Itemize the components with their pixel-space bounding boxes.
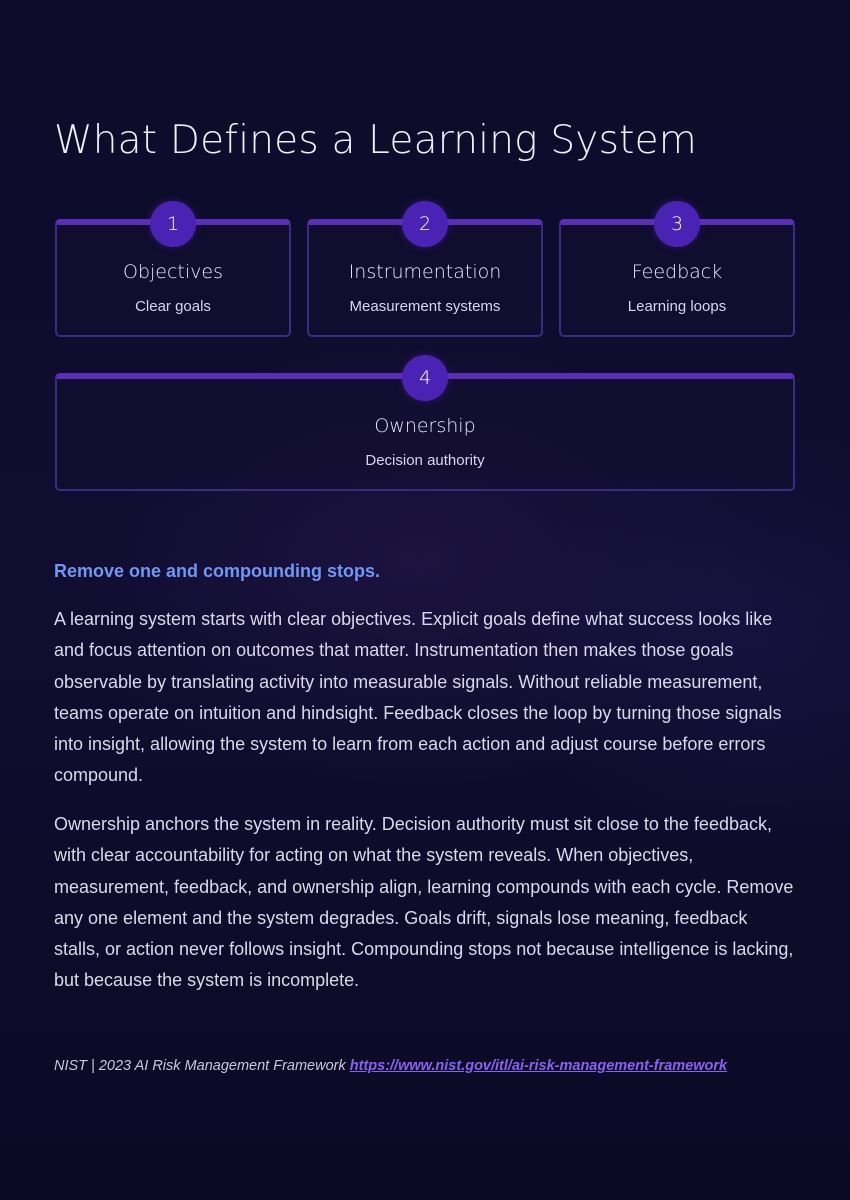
step-number-badge: 4 [402,355,448,401]
card-title: Feedback [631,261,723,283]
card-instrumentation: 2 Instrumentation Measurement systems [307,201,543,337]
citation: NIST | 2023 AI Risk Management Framework… [54,1058,727,1074]
body-paragraph-2: Ownership anchors the system in reality.… [54,814,794,991]
card-subtitle: Measurement systems [349,298,501,315]
step-number-badge: 3 [654,201,700,247]
card-title: Ownership [374,415,476,437]
card-subtitle: Decision authority [365,452,485,469]
citation-source: NIST | 2023 AI Risk Management Framework [54,1058,346,1074]
body-paragraph-1: A learning system starts with clear obje… [54,609,782,786]
card-title: Objectives [123,261,223,283]
card-title: Instrumentation [348,261,502,283]
card-subtitle: Clear goals [135,298,211,315]
card-ownership: 4 Ownership Decision authority [55,355,795,491]
card-objectives: 1 Objectives Clear goals [55,201,291,337]
page-title: What Defines a Learning System [54,118,697,163]
citation-link[interactable]: https://www.nist.gov/itl/ai-risk-managem… [349,1058,728,1074]
card-subtitle: Learning loops [627,298,727,315]
step-number-badge: 1 [150,201,196,247]
card-feedback: 3 Feedback Learning loops [559,201,795,337]
step-number-badge: 2 [402,201,448,247]
section-subheading: Remove one and compounding stops. [54,561,381,581]
